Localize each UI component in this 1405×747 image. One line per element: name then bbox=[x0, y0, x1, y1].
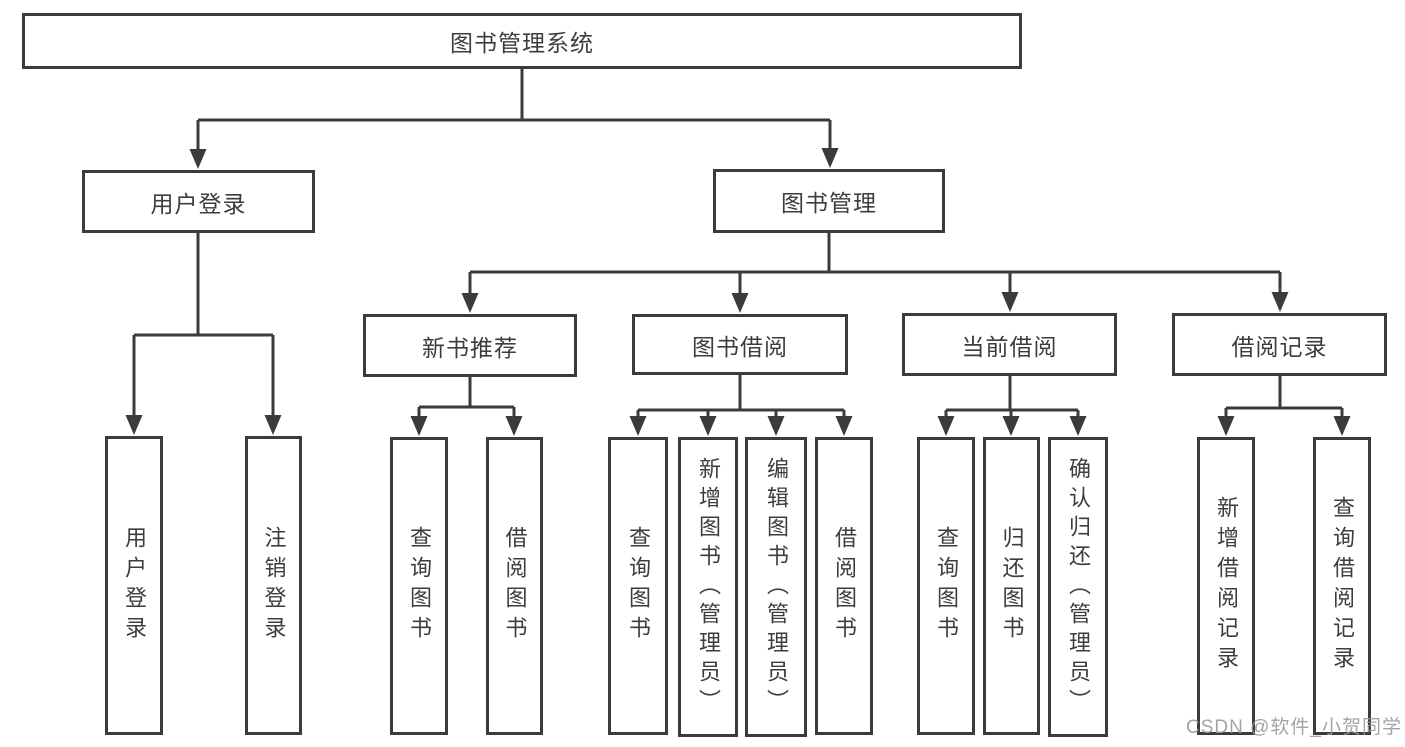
node-return-books: 归还图书 bbox=[983, 437, 1040, 735]
node-confirm-return-admin-label: 确认归还（管理员） bbox=[1066, 456, 1091, 718]
node-book-borrowing: 图书借阅 bbox=[632, 314, 848, 375]
watermark: CSDN @软件_小贺同学 bbox=[1186, 717, 1402, 738]
node-current-borrowing: 当前借阅 bbox=[902, 313, 1117, 376]
arrowhead-icon bbox=[1271, 292, 1289, 312]
arrowhead-icon bbox=[699, 416, 717, 436]
arrowhead-icon bbox=[189, 149, 207, 169]
arrowhead-icon bbox=[1333, 416, 1351, 436]
node-query-books-2: 查询图书 bbox=[608, 437, 668, 735]
arrowhead-icon bbox=[1069, 416, 1087, 436]
arrowhead-icon bbox=[937, 416, 955, 436]
node-edit-books-admin: 编辑图书（管理员） bbox=[745, 437, 807, 737]
arrowhead-icon bbox=[821, 148, 839, 168]
arrowhead-icon bbox=[461, 293, 479, 313]
arrowhead-icon bbox=[410, 416, 428, 436]
node-root: 图书管理系统 bbox=[22, 13, 1022, 69]
arrowhead-icon bbox=[629, 416, 647, 436]
node-user-login-label: 用户登录 bbox=[150, 190, 247, 217]
node-user-login: 用户登录 bbox=[82, 170, 315, 233]
arrowhead-icon bbox=[767, 416, 785, 436]
node-borrowing-records: 借阅记录 bbox=[1172, 313, 1387, 376]
node-add-borrow-record-label: 新增借阅记录 bbox=[1214, 496, 1239, 676]
arrowhead-icon bbox=[505, 416, 523, 436]
node-borrow-books-2: 借阅图书 bbox=[815, 437, 873, 735]
node-new-book-recommend-label: 新书推荐 bbox=[422, 334, 518, 361]
node-edit-books-admin-label: 编辑图书（管理员） bbox=[764, 456, 789, 718]
node-current-borrowing-label: 当前借阅 bbox=[961, 333, 1058, 360]
arrowhead-icon bbox=[835, 416, 853, 436]
node-add-borrow-record: 新增借阅记录 bbox=[1197, 437, 1255, 735]
node-query-books-3: 查询图书 bbox=[917, 437, 975, 735]
node-query-borrow-record: 查询借阅记录 bbox=[1313, 437, 1371, 735]
node-add-books-admin-label: 新增图书（管理员） bbox=[696, 456, 721, 718]
node-return-books-label: 归还图书 bbox=[999, 526, 1025, 646]
node-add-books-admin: 新增图书（管理员） bbox=[678, 437, 738, 737]
node-new-book-recommend: 新书推荐 bbox=[363, 314, 577, 377]
node-user-login-leaf: 用户登录 bbox=[105, 436, 163, 735]
node-query-books-1-label: 查询图书 bbox=[407, 526, 432, 646]
node-query-books-2-label: 查询图书 bbox=[626, 526, 651, 646]
arrowhead-icon bbox=[264, 415, 282, 435]
node-root-label: 图书管理系统 bbox=[450, 30, 594, 56]
node-book-management-label: 图书管理 bbox=[781, 190, 877, 216]
arrowhead-icon bbox=[1217, 416, 1235, 436]
node-query-books-3-label: 查询图书 bbox=[934, 526, 959, 646]
node-user-login-leaf-label: 用户登录 bbox=[122, 525, 147, 646]
arrowhead-icon bbox=[125, 415, 143, 435]
node-book-borrowing-label: 图书借阅 bbox=[692, 333, 788, 360]
arrowhead-icon bbox=[731, 293, 749, 313]
node-query-books-1: 查询图书 bbox=[390, 437, 448, 735]
arrowhead-icon bbox=[1001, 292, 1019, 312]
node-logout-leaf-label: 注销登录 bbox=[261, 525, 287, 646]
node-confirm-return-admin: 确认归还（管理员） bbox=[1048, 437, 1108, 737]
node-borrowing-records-label: 借阅记录 bbox=[1231, 333, 1328, 360]
arrowhead-icon bbox=[1002, 416, 1020, 436]
node-borrow-books-1-label: 借阅图书 bbox=[502, 526, 528, 646]
node-borrow-books-2-label: 借阅图书 bbox=[832, 526, 857, 646]
node-logout-leaf: 注销登录 bbox=[245, 436, 302, 735]
node-book-management: 图书管理 bbox=[713, 169, 945, 233]
node-query-borrow-record-label: 查询借阅记录 bbox=[1330, 496, 1355, 676]
node-borrow-books-1: 借阅图书 bbox=[486, 437, 543, 735]
